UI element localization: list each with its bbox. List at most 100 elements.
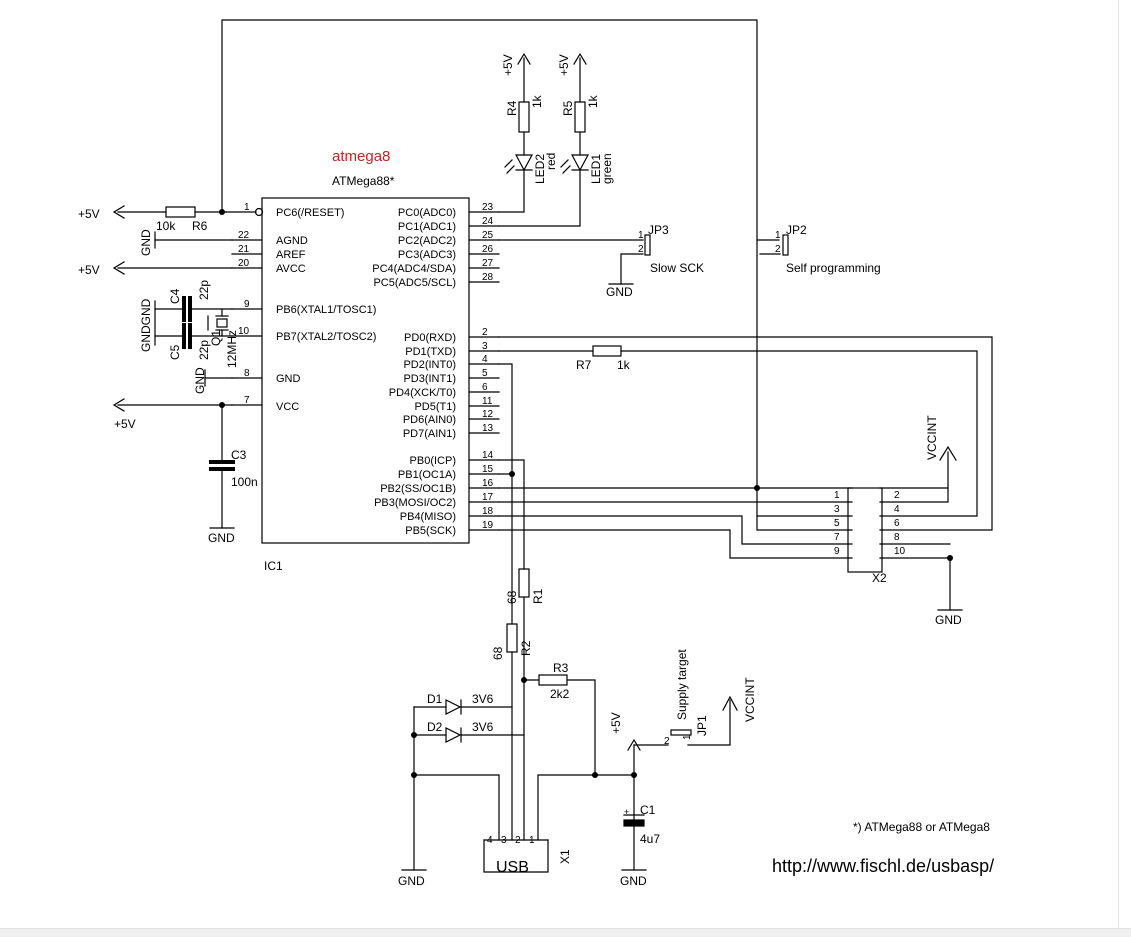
ic-pin-number: 5	[482, 368, 488, 379]
ic-pin-name: PC0(ADC0)	[398, 207, 456, 219]
ic-pin-name: PC2(ADC2)	[398, 235, 456, 247]
ic-pin-name: PB1(OC1A)	[398, 469, 456, 481]
x2-pin: 1	[834, 490, 840, 501]
x2-pin: 6	[894, 518, 900, 529]
ic-pin-number: 25	[482, 230, 494, 241]
ic-pin-name: PB0(ICP)	[410, 455, 456, 467]
ic-pin-number: 7	[244, 395, 250, 406]
r4-resistor	[518, 101, 530, 133]
bottom-scrollbar-area[interactable]	[0, 928, 1131, 937]
annotation-red: atmega8	[332, 148, 390, 165]
ic-pin-number: 16	[482, 478, 494, 489]
r1-label: R1	[531, 588, 545, 604]
ic-pin-number: 18	[482, 506, 494, 517]
d1-value: 3V6	[472, 692, 494, 706]
ic-pin-name: GND	[276, 373, 301, 385]
x1-pin: 2	[515, 835, 521, 846]
jp1-pin: 2	[664, 736, 670, 747]
r2-resistor	[506, 623, 518, 653]
ic-pin-name: PC5(ADC5/SCL)	[373, 277, 456, 289]
led2-color: red	[544, 153, 558, 170]
jp1-label: JP1	[695, 715, 709, 736]
ic-pin-name: PD2(INT0)	[403, 359, 456, 371]
c1-polarity: +	[624, 807, 629, 817]
ic-pin-name: VCC	[276, 401, 299, 413]
plus5v-label: +5V	[501, 54, 515, 76]
x2-pin: 4	[894, 504, 900, 515]
c4-label: C4	[168, 288, 182, 304]
ic-pin-number: 23	[482, 202, 494, 213]
gnd-label: GND	[606, 285, 633, 299]
vccint-label: VCCINT	[743, 677, 757, 722]
r1-value: 68	[505, 590, 519, 604]
c3-value: 100n	[231, 475, 258, 489]
ic-pin-name: PD3(INT1)	[403, 373, 456, 385]
x2-connector	[847, 487, 883, 573]
d1-label: D1	[427, 692, 443, 706]
ic-pin-name: PC4(ADC4/SDA)	[372, 263, 456, 275]
crystal-q1	[216, 318, 228, 328]
r2-value: 68	[491, 646, 505, 660]
x2-pin: 3	[834, 504, 840, 515]
right-edge-divider	[1118, 0, 1119, 928]
gnd-label: GND	[620, 874, 647, 888]
x2-pin: 2	[894, 490, 900, 501]
ic-pin-number: 3	[482, 341, 488, 352]
ic-pin-name: PB5(SCK)	[405, 525, 456, 537]
ic-pin-number: 24	[482, 216, 494, 227]
ic-pin-name: PB6(XTAL1/TOSC1)	[276, 304, 376, 316]
gnd-label: GND	[193, 367, 207, 394]
ic-pin-number: 1	[244, 202, 250, 213]
jp3-pin: 1	[638, 230, 644, 241]
ic-pin-name: AVCC	[276, 263, 306, 275]
x2-pin: 7	[834, 532, 840, 543]
ic-pin-number: 28	[482, 272, 494, 283]
url-link[interactable]: http://www.fischl.de/usbasp/	[772, 856, 994, 876]
jp1-jumper	[670, 729, 692, 736]
led2-label: LED2	[533, 154, 547, 184]
r5-label: R5	[561, 100, 575, 116]
x1-pin: 4	[487, 835, 493, 846]
ic-pin-name: PD1(TXD)	[405, 346, 456, 358]
gnd-label: GND	[398, 874, 425, 888]
x2-pin: 9	[834, 546, 840, 557]
c1-value: 4u7	[640, 832, 660, 846]
vccint-label: VCCINT	[925, 415, 939, 460]
d2-label: D2	[427, 720, 443, 734]
c1-label: C1	[640, 803, 656, 817]
ic-pin-name: AREF	[276, 249, 306, 261]
footnote: *) ATMega88 or ATMega8	[853, 820, 990, 834]
jp2-pin: 1	[775, 230, 781, 241]
ic-pin-name: PB2(SS/OC1B)	[380, 483, 456, 495]
ic-pin-name: PD7(AIN1)	[403, 428, 456, 440]
ic-pin-number: 15	[482, 464, 494, 475]
plus5v-label: +5V	[609, 712, 623, 734]
jp2-pin: 2	[775, 244, 781, 255]
jp1-pin: 1	[682, 734, 693, 740]
ic-type: ATMega88*	[332, 174, 395, 188]
ic-pin-number: 8	[244, 368, 250, 379]
x2-label: X2	[872, 571, 887, 585]
q1-value: 12MHz	[225, 330, 239, 368]
x1-pin: 1	[529, 835, 535, 846]
x2-pin: 10	[894, 546, 906, 557]
x1-label: X1	[558, 849, 572, 864]
r6-resistor	[165, 206, 196, 218]
ic-body	[261, 197, 470, 544]
jp3-jumper	[644, 234, 651, 256]
ic-pin-number: 12	[482, 409, 494, 420]
ic-pin-name: PB4(MISO)	[400, 511, 456, 523]
r7-value: 1k	[617, 358, 631, 372]
reset-inversion-bubble	[254, 207, 264, 217]
ic-pin-number: 4	[482, 354, 488, 365]
gnd-label: GND	[139, 229, 153, 256]
jp2-label: JP2	[786, 223, 807, 237]
led1-color: green	[600, 153, 614, 184]
c5-label: C5	[168, 344, 182, 360]
r3-resistor	[538, 674, 568, 686]
x1-pin: 3	[501, 835, 507, 846]
ic-pin-number: 2	[482, 327, 488, 338]
ic-pin-name: PB7(XTAL2/TOSC2)	[276, 331, 376, 343]
jp1-description: Supply target	[675, 649, 689, 720]
